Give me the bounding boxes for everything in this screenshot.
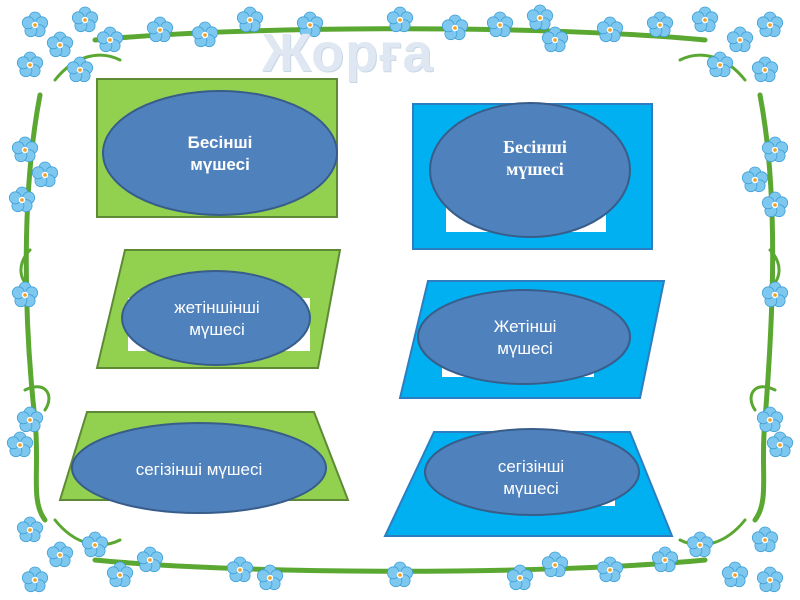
slide-title: Жорға <box>262 22 462 92</box>
card-5-label: сегізінші мүшесі <box>104 456 294 484</box>
